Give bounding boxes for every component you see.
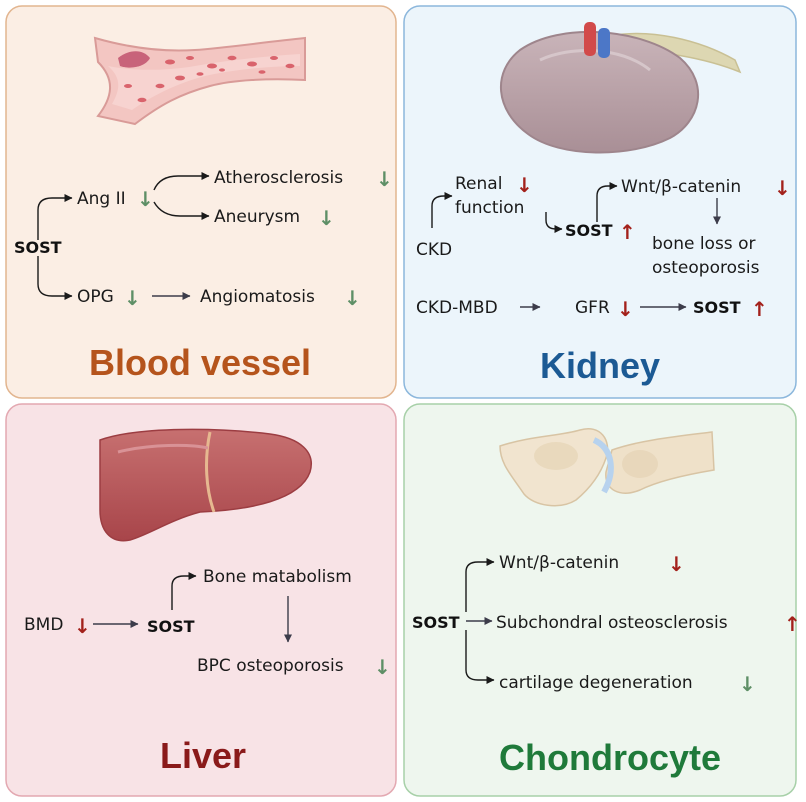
kidney-illustration — [499, 22, 742, 154]
renal-label: Renal — [455, 174, 502, 194]
liver-sost-label: SOST — [147, 617, 195, 636]
kidney-sost-up-arrow: ↑ — [619, 220, 636, 244]
bmd-down-arrow: ↓ — [74, 614, 91, 638]
liver-illustration — [99, 428, 312, 542]
angiomatosis-label: Angiomatosis — [200, 287, 315, 307]
renal-down-arrow: ↓ — [516, 173, 533, 197]
atherosclerosis-down-arrow: ↓ — [376, 167, 393, 191]
kidney-title: Kidney — [540, 345, 660, 386]
kidney-wnt-down-arrow: ↓ — [774, 176, 791, 200]
aneurysm-down-arrow: ↓ — [318, 206, 335, 230]
opg-label: OPG — [77, 287, 114, 307]
ang-ii-down-arrow: ↓ — [137, 187, 154, 211]
ang-ii-label: Ang II — [77, 189, 126, 209]
bmd-label: BMD — [24, 615, 63, 635]
chondro-sost-label: SOST — [412, 613, 460, 632]
joint-illustration — [499, 427, 715, 507]
kidney-panel: CKD Renal ↓ function SOST ↑ Wnt/β-cateni… — [403, 5, 797, 399]
blood-vessel-illustration — [93, 36, 306, 126]
opg-down-arrow: ↓ — [124, 286, 141, 310]
blood-vessel-panel: SOST Ang II ↓ Atherosclerosis ↓ Aneurysm… — [5, 5, 397, 399]
liver-title: Liver — [160, 735, 246, 776]
kidney-sost-label: SOST — [565, 221, 613, 240]
kidney-wnt-label: Wnt/β-catenin — [621, 177, 741, 197]
bone-loss-label: bone loss or — [652, 234, 755, 254]
gfr-label: GFR — [575, 298, 610, 318]
atherosclerosis-label: Atherosclerosis — [214, 168, 343, 188]
chondro-wnt-down-arrow: ↓ — [668, 552, 685, 576]
chondrocyte-panel: SOST Wnt/β-catenin ↓ Subchondral osteosc… — [403, 403, 801, 797]
subchondral-up-arrow: ↑ — [784, 612, 801, 636]
chondrocyte-title: Chondrocyte — [499, 737, 721, 778]
osteoporosis-label: osteoporosis — [652, 258, 760, 278]
kidney-sost2-up-arrow: ↑ — [751, 297, 768, 321]
chondro-wnt-label: Wnt/β-catenin — [499, 553, 619, 573]
bpc-osteoporosis-label: BPC osteoporosis — [197, 656, 344, 676]
bpc-down-arrow: ↓ — [374, 655, 391, 679]
blood-vessel-title: Blood vessel — [89, 342, 311, 383]
subchondral-label: Subchondral osteosclerosis — [496, 613, 728, 633]
cartilage-label: cartilage degeneration — [499, 673, 693, 693]
bone-metabolism-label: Bone matabolism — [203, 567, 352, 587]
gfr-down-arrow: ↓ — [617, 297, 634, 321]
aneurysm-label: Aneurysm — [214, 207, 300, 227]
liver-panel: BMD ↓ SOST Bone matabolism BPC osteoporo… — [5, 403, 397, 797]
cartilage-down-arrow: ↓ — [739, 672, 756, 696]
kidney-sost2-label: SOST — [693, 298, 741, 317]
ckd-label: CKD — [416, 240, 452, 260]
ckd-mbd-label: CKD-MBD — [416, 298, 498, 318]
function-label: function — [455, 198, 524, 218]
blood-sost-label: SOST — [14, 238, 62, 257]
angiomatosis-down-arrow: ↓ — [344, 286, 361, 310]
